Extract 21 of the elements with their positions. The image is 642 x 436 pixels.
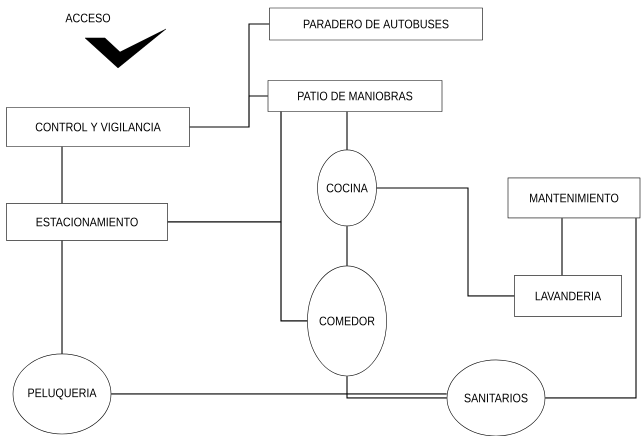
- connector-line: [280, 112, 308, 322]
- connector-line: [545, 218, 637, 399]
- access-label: ACCESO: [65, 14, 110, 22]
- connector-line: [346, 226, 348, 266]
- room-box: LAVANDERIA: [514, 275, 622, 317]
- connector-line: [376, 187, 514, 297]
- room-box: PARADERO DE AUTOBUSES: [269, 8, 483, 40]
- connector-line: [346, 112, 348, 150]
- room-box: MANTENIMIENTO: [508, 178, 640, 218]
- connector-line: [61, 240, 63, 354]
- room-box: CONTROL Y VIGILANCIA: [6, 107, 190, 147]
- ellipse-node: COCINA: [317, 150, 377, 226]
- connector-line: [346, 376, 447, 399]
- room-box: ESTACIONAMIENTO: [6, 203, 168, 241]
- ellipse-node: PELUQUERIA: [12, 354, 112, 434]
- connector-line: [61, 146, 63, 204]
- room-box: PATIO DE MANIOBRAS: [268, 80, 442, 112]
- connector-line: [190, 95, 268, 128]
- connector-line: [111, 393, 447, 395]
- connector-line: [561, 218, 563, 276]
- ellipse-node: COMEDOR: [307, 266, 387, 376]
